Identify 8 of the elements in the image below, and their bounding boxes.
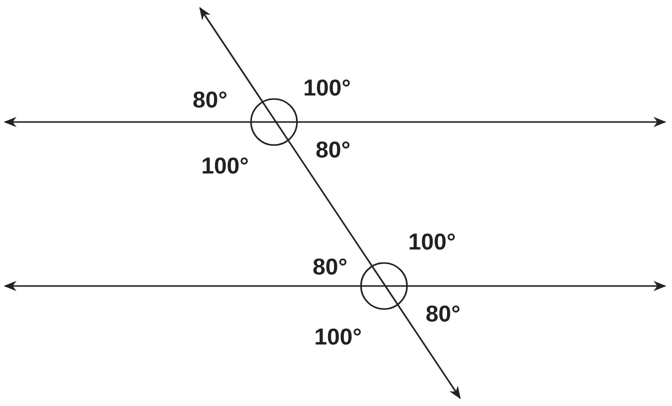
angle-label: 80° (316, 138, 350, 162)
angle-label: 80° (426, 302, 460, 326)
angle-label: 100° (408, 230, 456, 254)
angle-label: 100° (303, 76, 351, 100)
angle-label: 80° (192, 88, 228, 112)
angle-label: 80° (312, 256, 348, 278)
angle-label: 100° (201, 154, 249, 178)
angle-label: 100° (314, 326, 362, 348)
